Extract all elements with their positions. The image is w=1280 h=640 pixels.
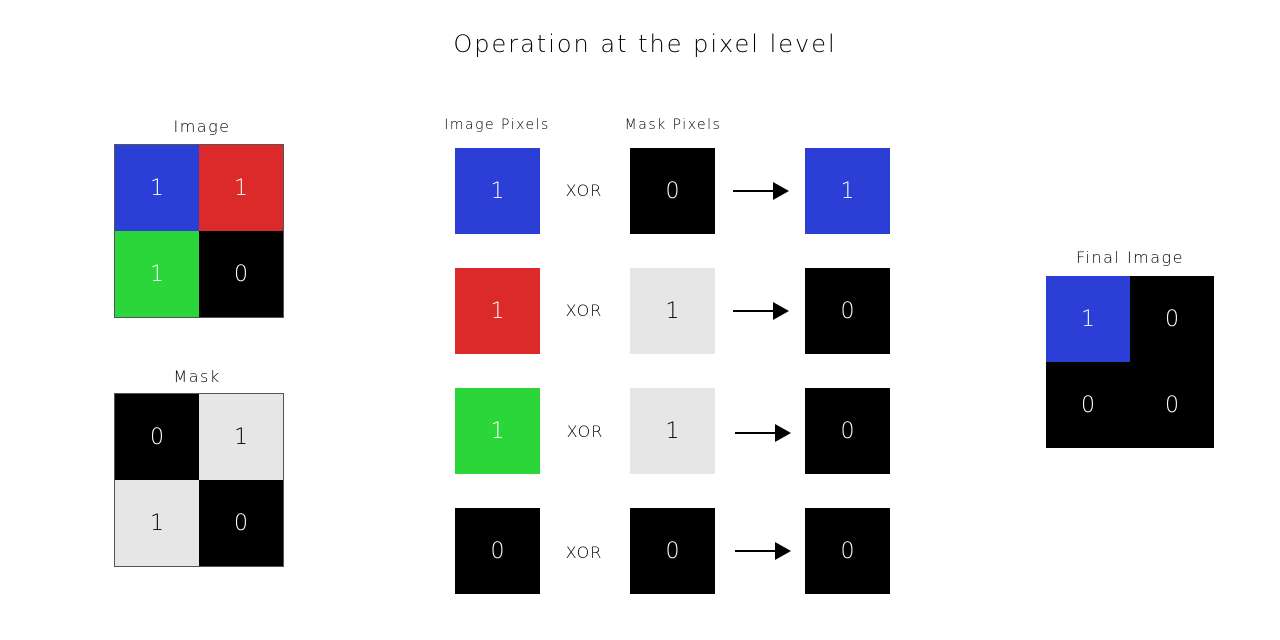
image-cell: 1 bbox=[115, 231, 199, 317]
final-cell: 0 bbox=[1046, 362, 1130, 448]
final-cell: 0 bbox=[1130, 362, 1214, 448]
mask-pixel: 1 bbox=[630, 388, 715, 474]
image-pixel: 1 bbox=[455, 268, 540, 354]
final-cell: 1 bbox=[1046, 276, 1130, 362]
diagram-title: Operation at the pixel level bbox=[453, 30, 837, 58]
arrow-right-icon bbox=[733, 302, 789, 320]
result-pixel: 0 bbox=[805, 508, 890, 594]
image-pixel: 1 bbox=[455, 388, 540, 474]
arrow-right-icon bbox=[733, 182, 789, 200]
image-cell: 1 bbox=[199, 145, 283, 231]
final-cell: 0 bbox=[1130, 276, 1214, 362]
final-grid-label: Final Image bbox=[1075, 248, 1184, 267]
image-cell: 1 bbox=[115, 145, 199, 231]
final-image-grid: 1 0 0 0 bbox=[1046, 276, 1214, 448]
mask-pixel: 1 bbox=[630, 268, 715, 354]
mask-grid-label: Mask bbox=[173, 367, 221, 386]
mask-pixel: 0 bbox=[630, 148, 715, 234]
mask-cell: 1 bbox=[199, 394, 283, 480]
image-pixels-header: Image Pixels bbox=[444, 117, 550, 133]
xor-operator: XOR bbox=[565, 301, 603, 320]
image-cell: 0 bbox=[199, 231, 283, 317]
arrow-right-icon bbox=[735, 542, 791, 560]
result-pixel: 1 bbox=[805, 148, 890, 234]
mask-cell: 0 bbox=[115, 394, 199, 480]
image-pixel: 0 bbox=[455, 508, 540, 594]
image-grid: 1 1 1 0 bbox=[114, 144, 284, 318]
result-pixel: 0 bbox=[805, 388, 890, 474]
xor-operator: XOR bbox=[565, 181, 603, 200]
mask-cell: 1 bbox=[115, 480, 199, 566]
mask-grid: 0 1 1 0 bbox=[114, 393, 284, 567]
mask-pixel: 0 bbox=[630, 508, 715, 594]
mask-pixels-header: Mask Pixels bbox=[624, 117, 722, 133]
image-pixel: 1 bbox=[455, 148, 540, 234]
result-pixel: 0 bbox=[805, 268, 890, 354]
image-grid-label: Image bbox=[173, 117, 231, 136]
xor-operator: XOR bbox=[565, 543, 603, 562]
arrow-right-icon bbox=[735, 424, 791, 442]
mask-cell: 0 bbox=[199, 480, 283, 566]
xor-operator: XOR bbox=[566, 422, 604, 441]
